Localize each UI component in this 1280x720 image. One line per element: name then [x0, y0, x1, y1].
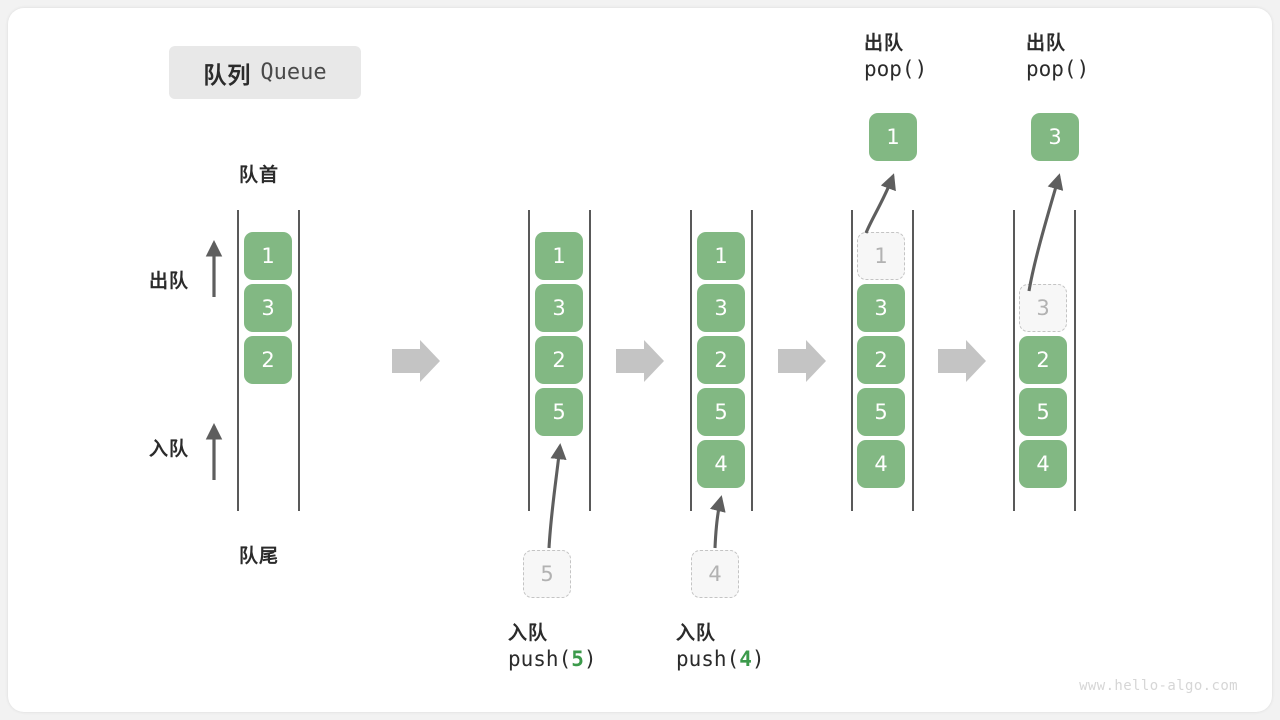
queue-cell: 2 — [535, 336, 583, 384]
queue-cell: 3 — [535, 284, 583, 332]
diagram-title-cn: 队列 — [203, 61, 252, 88]
caption-push-5: 入队 push(5) — [508, 622, 597, 673]
caption-pop-3: 出队 pop() — [1026, 32, 1089, 83]
queue-rail-right-stage-3 — [751, 210, 753, 511]
queue-cell: 5 — [535, 388, 583, 436]
queue-cell: 2 — [857, 336, 905, 384]
queue-cell: 3 — [857, 284, 905, 332]
queue-cell: 2 — [1019, 336, 1067, 384]
queue-cell: 3 — [244, 284, 292, 332]
diagram-card — [8, 8, 1272, 712]
caption-push-4-num: 4 — [739, 647, 752, 672]
queue-rail-left-stage-4 — [851, 210, 853, 511]
incoming-element-ghost: 5 — [523, 550, 571, 598]
caption-push-4-code: push(4) — [676, 646, 765, 673]
caption-pop-1-code: pop() — [864, 57, 928, 82]
queue-rail-left-stage-2 — [528, 210, 530, 511]
queue-cell: 2 — [697, 336, 745, 384]
caption-push-4-cn: 入队 — [676, 623, 717, 644]
queue-cell: 4 — [857, 440, 905, 488]
caption-push-5-code: push(5) — [508, 646, 597, 673]
caption-pop-3-code: pop() — [1026, 57, 1090, 82]
queue-rail-left-stage-5 — [1013, 210, 1015, 511]
queue-cell: 2 — [244, 336, 292, 384]
queue-cell: 4 — [1019, 440, 1067, 488]
queue-cell: 5 — [697, 388, 745, 436]
caption-push-4: 入队 push(4) — [676, 622, 765, 673]
queue-cell: 1 — [244, 232, 292, 280]
queue-cell: 4 — [697, 440, 745, 488]
diagram-title-en: Queue — [260, 60, 327, 85]
queue-cell: 5 — [1019, 388, 1067, 436]
queue-cell-ghost: 3 — [1019, 284, 1067, 332]
label-enqueue-direction: 入队 — [149, 439, 190, 460]
queue-rail-right-stage-2 — [589, 210, 591, 511]
caption-pop-3-cn: 出队 — [1026, 33, 1067, 54]
queue-rail-left-stage-3 — [690, 210, 692, 511]
caption-pop-1: 出队 pop() — [864, 32, 927, 83]
label-queue-front: 队首 — [239, 165, 280, 186]
caption-push-4-suffix: ) — [751, 647, 765, 672]
popped-element: 1 — [869, 113, 917, 161]
caption-push-5-suffix: ) — [583, 647, 597, 672]
label-queue-rear: 队尾 — [239, 546, 280, 567]
queue-cell-ghost: 1 — [857, 232, 905, 280]
caption-push-5-cn: 入队 — [508, 623, 549, 644]
caption-pop-1-cn: 出队 — [864, 33, 905, 54]
watermark: www.hello-algo.com — [1079, 678, 1238, 694]
popped-element: 3 — [1031, 113, 1079, 161]
caption-push-4-prefix: push( — [676, 647, 740, 672]
caption-push-5-prefix: push( — [508, 647, 572, 672]
label-dequeue-direction: 出队 — [149, 271, 190, 292]
diagram-title-chip: 队列 Queue — [169, 46, 361, 99]
caption-push-5-num: 5 — [571, 647, 584, 672]
queue-rail-right-stage-5 — [1074, 210, 1076, 511]
queue-cell: 1 — [697, 232, 745, 280]
queue-rail-right-stage-1 — [298, 210, 300, 511]
incoming-element-ghost: 4 — [691, 550, 739, 598]
queue-cell: 3 — [697, 284, 745, 332]
queue-cell: 1 — [535, 232, 583, 280]
queue-cell: 5 — [857, 388, 905, 436]
queue-rail-right-stage-4 — [912, 210, 914, 511]
queue-rail-left-stage-1 — [237, 210, 239, 511]
